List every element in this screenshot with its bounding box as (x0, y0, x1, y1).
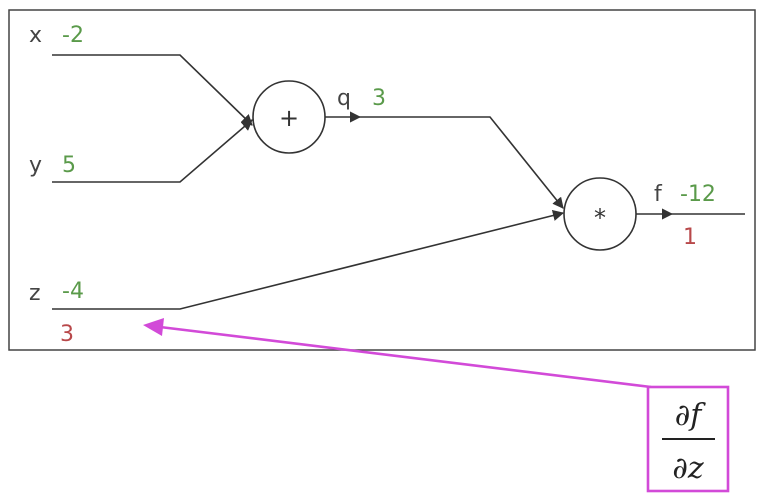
add-operator-symbol: + (279, 104, 299, 132)
annotation-arrowhead (143, 318, 164, 336)
output-f-value: -12 (680, 182, 716, 207)
input-z-label: z (29, 281, 41, 306)
output-f-gradient: 1 (683, 225, 697, 250)
input-x-value: -2 (62, 23, 84, 48)
input-z-gradient: 3 (60, 322, 74, 347)
input-y-value: 5 (62, 153, 76, 178)
multiply-operator-symbol: * (594, 204, 606, 232)
edge-q-to-multiply (360, 116, 564, 209)
edge-z-to-multiply (52, 210, 565, 310)
output-f-label: f (654, 182, 663, 207)
diagram-frame (8, 9, 756, 351)
input-x-label: x (29, 23, 42, 48)
derivative-denominator: ∂z (672, 451, 704, 486)
annotation-arrow (159, 325, 652, 389)
derivative-numerator: ∂f (675, 398, 707, 433)
intermediate-q-label: q (337, 86, 351, 111)
edge-y-to-add (52, 119, 253, 183)
edge-x-to-add (52, 54, 253, 126)
intermediate-q-value: 3 (372, 86, 386, 111)
input-z-value: -4 (62, 279, 84, 304)
input-y-label: y (29, 153, 42, 178)
